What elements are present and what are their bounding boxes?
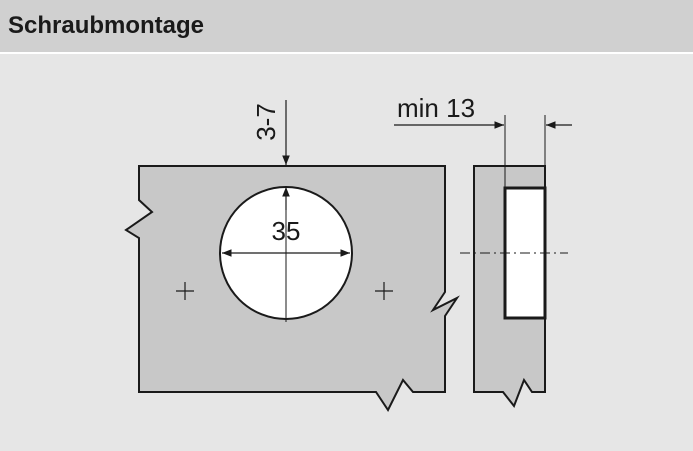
header-bar: Schraubmontage [0,0,693,54]
diagram-canvas: 35 3-7 min 13 [0,54,693,451]
screw-mark-right [375,282,393,300]
page-title: Schraubmontage [8,12,205,39]
mounting-diagram: 35 3-7 min 13 [124,93,572,412]
min-depth-label: min 13 [397,93,475,123]
inset-label: 3-7 [251,103,281,141]
screw-mark-left [176,282,194,300]
diameter-label: 35 [272,216,301,246]
